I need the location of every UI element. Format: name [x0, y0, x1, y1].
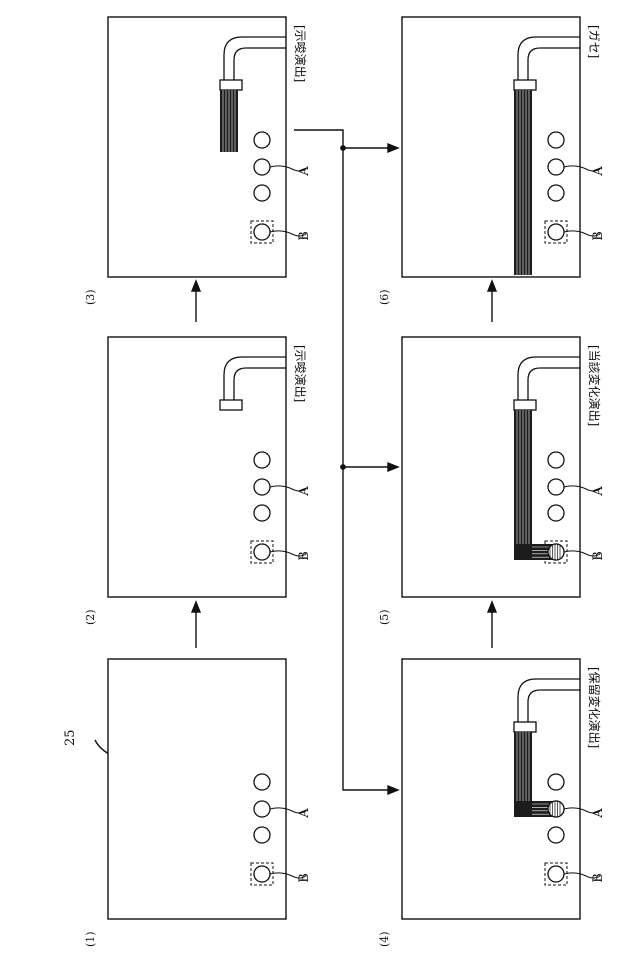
hold-indicator [548, 774, 564, 790]
line-bundle-long [514, 90, 532, 275]
effect-caption: [ガセ] [587, 25, 601, 58]
movable-head [514, 400, 536, 410]
label-B: B [591, 873, 606, 883]
label-B: B [297, 231, 312, 241]
hold-indicator [548, 185, 564, 201]
hold-indicator-A [254, 801, 270, 817]
panel-4: (4) A B [保留変化演出] [378, 659, 606, 947]
hold-indicator [548, 132, 564, 148]
panel-6: (6) A B [ガセ] [378, 17, 606, 305]
reference-numeral-25: 25 [63, 729, 78, 746]
panel-2: (2) A B [示唆演出] [84, 337, 312, 625]
label-A: A [591, 486, 606, 497]
movable-head [514, 722, 536, 732]
hold-indicator [548, 827, 564, 843]
label-B: B [591, 231, 606, 241]
panel-1: (1) A B [84, 659, 312, 947]
hold-indicator [548, 452, 564, 468]
hold-indicator-A [254, 159, 270, 175]
hold-indicator-A [254, 479, 270, 495]
hold-indicator [254, 827, 270, 843]
hatched-indicator [548, 544, 564, 560]
hold-indicator [254, 185, 270, 201]
label-A: A [297, 808, 312, 819]
panel-label: (6) [378, 289, 391, 305]
effect-caption: [示唆演出] [293, 25, 308, 82]
label-B: B [297, 551, 312, 561]
hold-indicator-A [548, 159, 564, 175]
line-bundle-short [220, 90, 238, 152]
movable-head [514, 80, 536, 90]
hold-indicator-B [548, 224, 564, 240]
label-B: B [591, 551, 606, 561]
hold-indicator [548, 505, 564, 521]
label-A: A [297, 486, 312, 497]
effect-caption: [保留変化演出] [587, 667, 602, 748]
effect-caption: [示唆演出] [293, 345, 308, 402]
label-B: B [297, 873, 312, 883]
hold-indicator-B [548, 866, 564, 882]
hatched-indicator [548, 801, 564, 817]
hold-indicator-A [548, 479, 564, 495]
hold-indicator-B [254, 544, 270, 560]
hold-indicator-B [254, 224, 270, 240]
panel-label: (3) [84, 289, 97, 305]
label-A: A [297, 166, 312, 177]
panels-layer: (1) A B (2) A B [示唆演出] (3) A B [示唆演出] (4) A B [保留変化演出]… [84, 17, 606, 947]
panel-5: (5) A B [当該変化演出] [378, 337, 606, 625]
label-A: A [591, 808, 606, 819]
panel-label: (5) [378, 609, 391, 625]
hold-indicator [254, 774, 270, 790]
panel-label: (2) [84, 609, 97, 625]
panel-3: (3) A B [示唆演出] [84, 17, 312, 305]
hold-indicator-B [254, 866, 270, 882]
label-A: A [591, 166, 606, 177]
hold-indicator [254, 505, 270, 521]
hold-indicator [254, 132, 270, 148]
panel-label: (4) [378, 931, 391, 947]
movable-head [220, 400, 242, 410]
hold-indicator [254, 452, 270, 468]
panel-label: (1) [84, 931, 97, 947]
movable-head [220, 80, 242, 90]
effect-caption: [当該変化演出] [587, 345, 602, 426]
